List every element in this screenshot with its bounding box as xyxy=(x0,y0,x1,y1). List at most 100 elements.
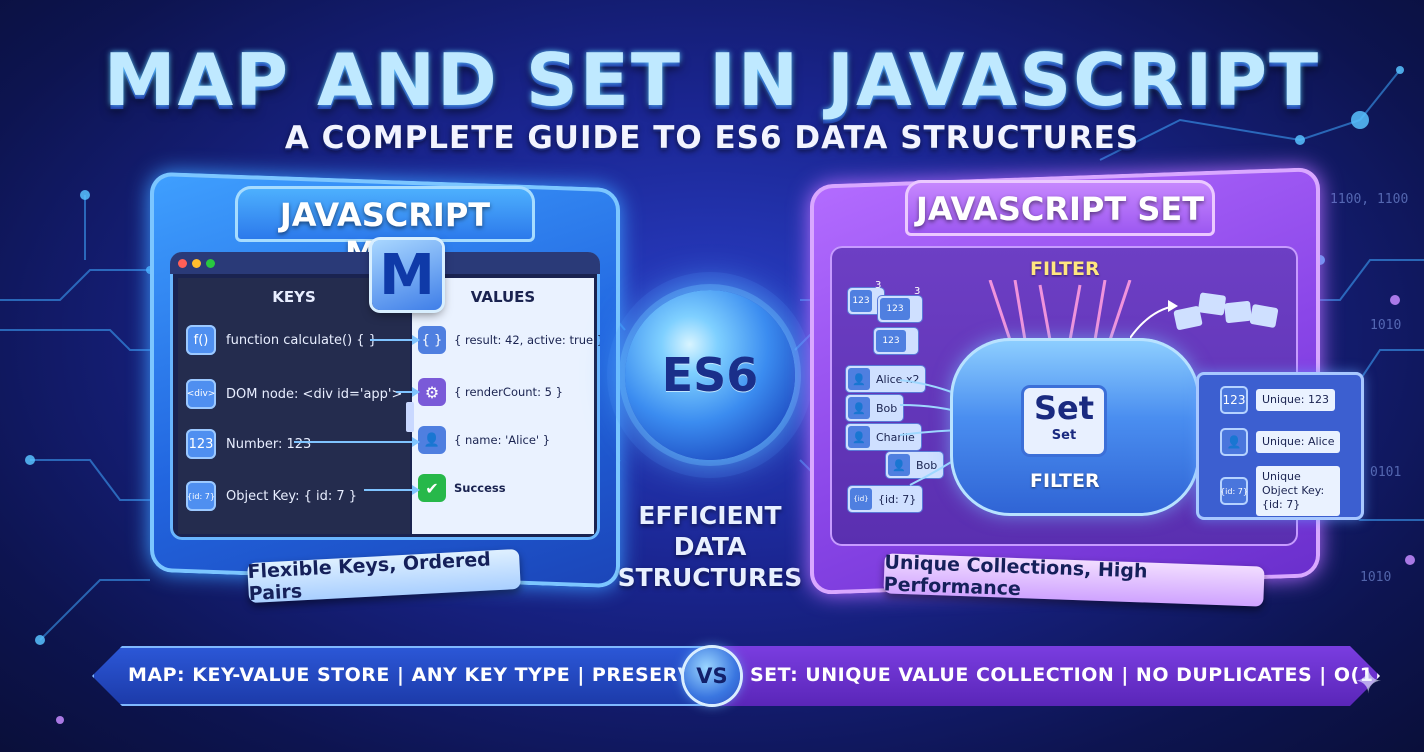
filter-label-bottom: FILTER xyxy=(1030,470,1100,492)
center-caption-line-2: DATA xyxy=(673,532,747,561)
pile-chip xyxy=(1224,300,1252,324)
map-summary-text: MAP: KEY-VALUE STORE | ANY KEY TYPE | PR… xyxy=(128,664,805,686)
output-arrow-up xyxy=(1130,300,1178,339)
map-row-4: {id: 7} Object Key: { id: 7 } xyxy=(186,478,357,514)
map-row-2: <div> DOM node: <div id='app'> xyxy=(186,376,402,412)
output-row-3: {id: 7} Unique Object Key: {id: 7} xyxy=(1220,466,1340,516)
user-icon: 👤 xyxy=(848,368,870,390)
number-chip: 123 xyxy=(874,328,918,354)
map-key-text: Number: 123 xyxy=(226,436,312,452)
arrow-line xyxy=(370,339,414,341)
number-icon: 123 xyxy=(876,330,906,352)
output-text: Unique Object Key: {id: 7} xyxy=(1256,466,1340,516)
set-box-big-label: Set xyxy=(1033,389,1095,427)
map-row-1: f() function calculate() { } xyxy=(186,322,377,358)
sparkle-icon: ✦ xyxy=(1354,662,1383,702)
bob-duplicate-label: Bob xyxy=(916,458,938,472)
values-header: VALUES xyxy=(470,288,536,306)
set-box-icon: Set Set xyxy=(1024,388,1104,454)
map-value-text: { renderCount: 5 } xyxy=(454,385,563,399)
bob-chip: 👤 Bob xyxy=(846,395,904,421)
vs-badge: VS xyxy=(684,648,740,704)
duplicate-count-label: 3 xyxy=(875,280,882,291)
es6-sphere: ES6 xyxy=(625,290,795,460)
set-summary-text: SET: UNIQUE VALUE COLLECTION | NO DUPLIC… xyxy=(750,664,1424,686)
dom-node-icon: <div> xyxy=(186,379,216,409)
object-key-icon: {id} xyxy=(850,488,872,510)
pile-chip xyxy=(1249,303,1279,329)
output-row-2: 👤 Unique: Alice xyxy=(1220,428,1341,456)
map-value-text: { name: 'Alice' } xyxy=(454,433,551,447)
center-caption: EFFICIENT DATA STRUCTURES xyxy=(600,500,820,593)
number-icon: 123 xyxy=(1220,386,1248,414)
map-value-text: Success xyxy=(454,481,506,495)
number-icon: 123 xyxy=(850,290,872,312)
unique-value-pile xyxy=(1173,286,1285,336)
user-icon: 👤 xyxy=(1220,428,1248,456)
page-title: MAP AND SET IN JAVASCRIPT xyxy=(103,38,1321,122)
user-icon: 👤 xyxy=(418,426,446,454)
charlie-chip: 👤 Charlie xyxy=(846,424,921,450)
binary-text-top-right: 1100, 1100 xyxy=(1330,192,1409,207)
filter-rays xyxy=(988,280,1132,341)
map-value-2: ⚙ { renderCount: 5 } xyxy=(418,374,563,410)
output-text: Unique: Alice xyxy=(1256,431,1341,453)
set-title-tab: JAVASCRIPT SET xyxy=(905,180,1215,236)
map-key-text: DOM node: <div id='app'> xyxy=(226,386,403,402)
checkmark-icon: ✔ xyxy=(418,474,446,502)
number-chip: 123 xyxy=(878,296,922,322)
number-icon: 123 xyxy=(186,429,216,459)
map-value-3: 👤 { name: 'Alice' } xyxy=(418,422,550,458)
function-icon: f() xyxy=(186,325,216,355)
map-summary-bar: MAP: KEY-VALUE STORE | ANY KEY TYPE | PR… xyxy=(92,646,712,706)
arrow-line xyxy=(396,391,414,393)
map-value-text: { result: 42, active: true } xyxy=(454,333,600,347)
gear-icon: ⚙ xyxy=(418,378,446,406)
pile-chip xyxy=(1197,292,1227,316)
output-row-1: 123 Unique: 123 xyxy=(1220,386,1335,414)
bob-label: Bob xyxy=(876,401,898,415)
binary-text-right-2: 0101 xyxy=(1370,465,1402,480)
map-value-1: { } { result: 42, active: true } xyxy=(418,322,600,358)
arrow-head-icon xyxy=(412,387,420,397)
duplicate-count-label: 3 xyxy=(914,286,921,297)
arrow-head-icon xyxy=(412,437,420,447)
map-row-3: 123 Number: 123 xyxy=(186,426,311,462)
map-value-4: ✔ Success xyxy=(418,470,506,506)
column-scrollbar[interactable] xyxy=(406,402,414,432)
arrow-line xyxy=(294,441,414,443)
map-logo-icon: M xyxy=(372,240,442,310)
arrow-line xyxy=(364,489,414,491)
center-caption-line-3: STRUCTURES xyxy=(617,563,803,592)
arrow-head-icon xyxy=(412,335,420,345)
keys-header: KEYS xyxy=(272,288,316,306)
filter-label-top: FILTER xyxy=(1030,258,1100,280)
bob-duplicate-chip: 👤 Bob xyxy=(886,452,944,478)
object-key-icon: {id: 7} xyxy=(186,481,216,511)
object-key-icon: {id: 7} xyxy=(1220,477,1248,505)
binary-text-right-3: 1010 xyxy=(1360,570,1392,585)
maximize-dot-icon xyxy=(206,259,215,268)
alice-label: Alice x2 xyxy=(876,372,920,386)
keys-column: KEYS xyxy=(178,278,410,534)
user-icon: 👤 xyxy=(888,454,910,476)
set-title: JAVASCRIPT SET xyxy=(915,190,1205,228)
object-chip-label: {id: 7} xyxy=(878,492,917,506)
arrow-head-icon xyxy=(412,485,420,495)
map-key-text: function calculate() { } xyxy=(226,332,377,348)
center-caption-line-1: EFFICIENT xyxy=(638,501,782,530)
object-braces-icon: { } xyxy=(418,326,446,354)
set-summary-bar: SET: UNIQUE VALUE COLLECTION | NO DUPLIC… xyxy=(712,646,1380,706)
user-icon: 👤 xyxy=(848,397,870,419)
set-box-small-label: Set xyxy=(1051,428,1077,443)
map-title-tab: JAVASCRIPT MAP xyxy=(235,186,535,272)
object-chip: {id} {id: 7} xyxy=(848,486,923,512)
output-text: Unique: 123 xyxy=(1256,389,1335,411)
unique-output-window: 123 Unique: 123 👤 Unique: Alice {id: 7} … xyxy=(1196,372,1364,520)
page-subtitle: A COMPLETE GUIDE TO ES6 DATA STRUCTURES xyxy=(284,120,1140,156)
alice-chip: 👤 Alice x2 xyxy=(846,366,926,392)
number-icon: 123 xyxy=(880,298,910,320)
close-dot-icon xyxy=(178,259,187,268)
user-icon: 👤 xyxy=(848,426,870,448)
minimize-dot-icon xyxy=(192,259,201,268)
